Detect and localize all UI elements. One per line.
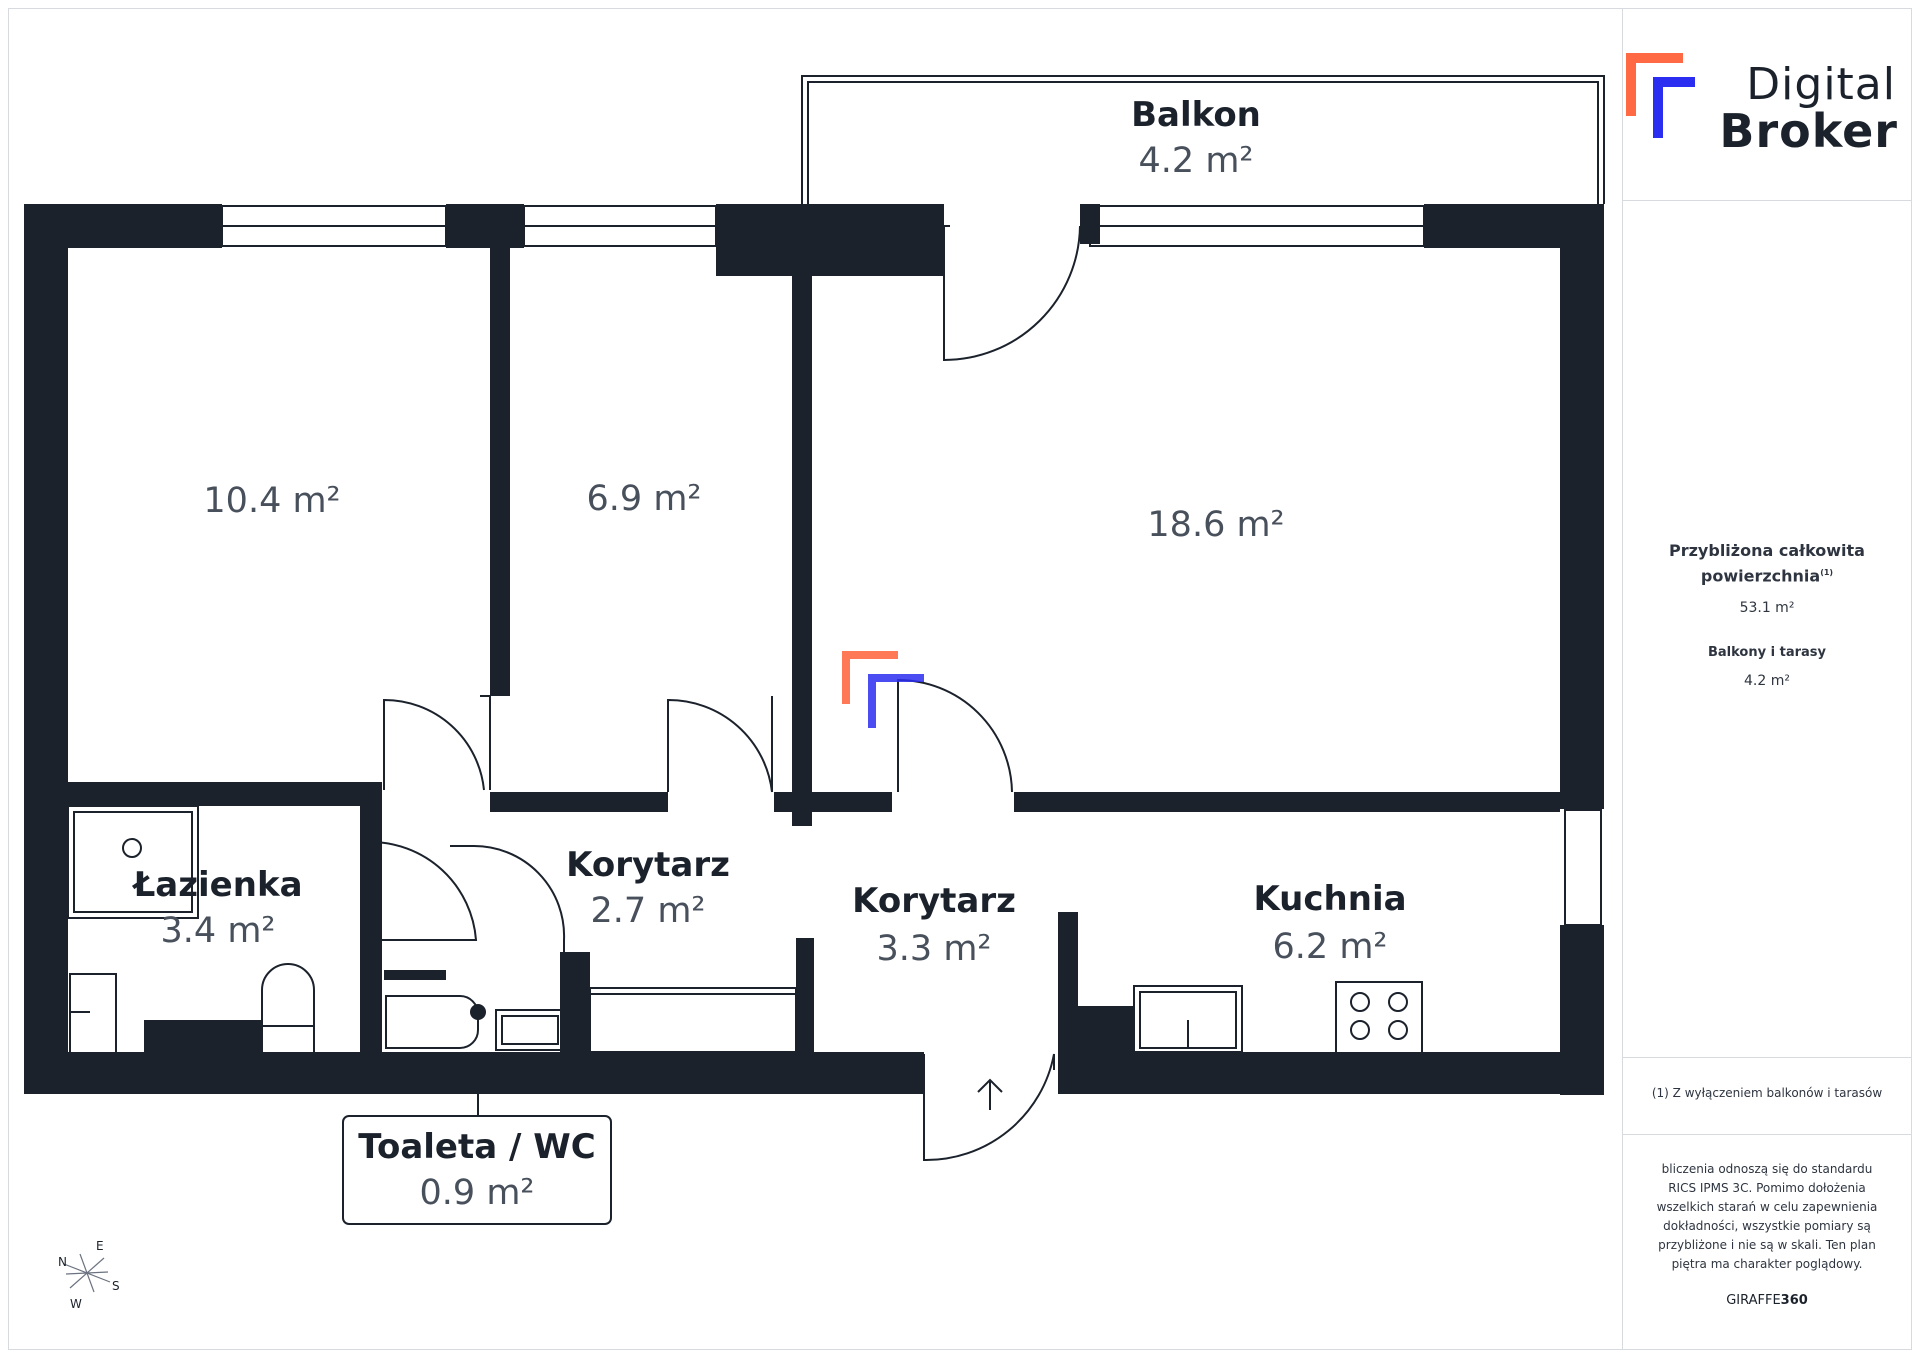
balconies-value: 4.2 m² xyxy=(1744,673,1790,689)
total-area-label-line1: Przybliżona całkowita xyxy=(1669,541,1865,560)
floor-plan-drawing: 10.4 m² 6.9 m² 18.6 m² Balkon 4.2 m² Łaz… xyxy=(24,75,1605,1311)
bathroom-area: 3.4 m² xyxy=(161,911,276,951)
credit: GIRAFFE360 xyxy=(1622,1293,1912,1308)
disclaimer: bliczenia odnoszą się do standardu RICS … xyxy=(1622,1160,1912,1274)
kitchen-name: Kuchnia xyxy=(1253,879,1406,919)
living-room-area: 18.6 m² xyxy=(1147,505,1284,545)
disclaimer-line: wszelkich starań w celu zapewnienia xyxy=(1656,1200,1878,1214)
walls xyxy=(24,204,1604,1095)
corridor-left-name: Korytarz xyxy=(566,845,730,885)
compass-w: W xyxy=(70,1297,82,1311)
credit-part-2: 360 xyxy=(1780,1293,1808,1308)
page-frame xyxy=(8,8,1912,1350)
corridor-right-name: Korytarz xyxy=(852,881,1016,921)
balcony-area: 4.2 m² xyxy=(1139,141,1254,181)
toilet-area: 0.9 m² xyxy=(420,1173,535,1213)
balconies-label: Balkony i tarasy xyxy=(1708,645,1826,660)
kitchen-area: 6.2 m² xyxy=(1273,927,1388,967)
disclaimer-line: przybliżone i nie są w skali. Ten plan xyxy=(1658,1238,1876,1252)
sidebar-separator-middle xyxy=(1622,1057,1912,1058)
brand-line-1: Digital xyxy=(1746,59,1896,110)
compass-icon: N E S W xyxy=(58,1239,120,1311)
brand-line-2: Broker xyxy=(1719,104,1898,158)
brand-wordmark: Digital Broker xyxy=(1690,59,1910,158)
credit-part-1: GIRAFFE xyxy=(1726,1293,1781,1308)
watermark-blue-icon xyxy=(868,674,924,728)
compass-s: S xyxy=(112,1279,120,1293)
digital-broker-logo-icon xyxy=(1626,53,1695,138)
room-left-area: 10.4 m² xyxy=(203,481,340,521)
disclaimer-line: bliczenia odnoszą się do standardu xyxy=(1661,1162,1873,1176)
total-area-label: Przybliżona całkowita powierzchnia(1) xyxy=(1622,540,1912,587)
total-area-label-line2-wrap: powierzchnia(1) xyxy=(1622,562,1912,587)
corridor-left-area: 2.7 m² xyxy=(591,891,706,931)
footnote: (1) Z wyłączeniem balkonów i tarasów xyxy=(1651,1086,1883,1100)
compass-e: E xyxy=(96,1239,104,1253)
wc-flush-dot xyxy=(470,1004,486,1020)
bathroom-name: Łazienka xyxy=(131,865,302,905)
total-area-label-line2: powierzchnia xyxy=(1700,566,1821,586)
toilet-callout-box xyxy=(342,1115,612,1225)
sidebar-separator-top xyxy=(1622,200,1912,201)
disclaimer-line: RICS IPMS 3C. Pomimo dołożenia xyxy=(1668,1181,1866,1195)
windows-doors-fixtures xyxy=(67,75,1605,1162)
compass-n: N xyxy=(58,1255,67,1269)
watermark-orange-icon xyxy=(842,651,898,704)
corridor-right-area: 3.3 m² xyxy=(877,929,992,969)
toilet-name: Toaleta / WC xyxy=(358,1127,595,1167)
sidebar-separator-bottom xyxy=(1622,1134,1912,1135)
total-area-note-mark: (1) xyxy=(1820,568,1834,577)
disclaimer-line: dokładności, wszystkie pomiary są xyxy=(1663,1219,1871,1233)
room-middle-area: 6.9 m² xyxy=(587,479,702,519)
sidebar-divider xyxy=(1622,8,1623,1350)
balcony-name: Balkon xyxy=(1131,95,1261,135)
total-area-value: 53.1 m² xyxy=(1739,600,1795,616)
disclaimer-line: piętra ma charakter poglądowy. xyxy=(1671,1257,1863,1271)
